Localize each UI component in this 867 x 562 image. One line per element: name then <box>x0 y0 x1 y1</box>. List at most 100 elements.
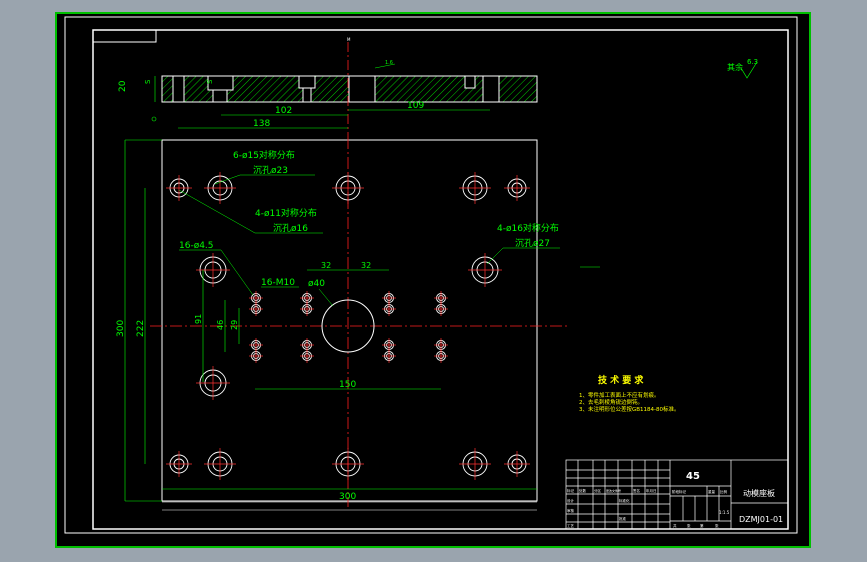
tb-stage-2: 比例 <box>720 489 728 494</box>
tapped-hole-4 <box>249 349 263 363</box>
tb-stage-1: 重量 <box>708 489 716 494</box>
title-block <box>565 459 789 530</box>
tb-h-0: 标记 <box>567 488 575 493</box>
dim-91: 91 <box>194 314 203 324</box>
tb-part-name: 动模座板 <box>743 488 775 498</box>
tech-item-1: 1、零件加工表面上不应有划痕。 <box>579 391 660 399</box>
callout-4: 16-ø4.5 <box>179 241 214 251</box>
drawing-sheet: M 20 S S 102 109 138 1.6 其余 <box>55 12 811 548</box>
tapped-hole-2 <box>249 302 263 316</box>
roughness-label: 其余 <box>727 62 743 72</box>
tb-h-2: 分区 <box>594 488 602 493</box>
counterbore-hole-3 <box>332 172 364 204</box>
tb-role-1: 审核 <box>567 508 575 513</box>
callout-6-leader <box>318 288 334 307</box>
tb-role-2: 工艺 <box>567 523 575 528</box>
drawing-viewport[interactable]: M 20 S S 102 109 138 1.6 其余 <box>55 12 811 548</box>
tb-subrole-1: 批准 <box>619 516 627 521</box>
tb-sheet-3: 张 <box>715 523 719 528</box>
dim-29: 29 <box>230 320 239 330</box>
counterbore-hole-1 <box>166 175 192 201</box>
tapped-hole-6 <box>300 302 314 316</box>
dim-32b: 32 <box>361 261 371 270</box>
tech-requirements: 技 术 要 求 1、零件加工表面上不应有划痕。 2、去毛刺棱角锐边倒钝。 3、未… <box>579 374 680 413</box>
callout-5: 16-M10 <box>261 278 295 288</box>
section-hole-2b <box>212 89 228 103</box>
counterbore-hole-13 <box>468 253 502 287</box>
central-bore <box>321 299 375 353</box>
tb-subrole-0: 标准化 <box>619 498 630 503</box>
title-block-frame <box>565 459 789 530</box>
tb-sheet-1: 张 <box>687 523 691 528</box>
callout-2-line2: 沉孔ø16 <box>273 223 308 234</box>
counterbore-hole-4 <box>459 172 491 204</box>
dim-102: 102 <box>275 106 292 116</box>
counterbore-hole-7 <box>204 448 236 480</box>
corner-code-box <box>92 29 157 43</box>
general-roughness: 其余 6.3 <box>727 58 758 79</box>
roughness-leader <box>374 63 396 69</box>
dim-overall-width: 300 <box>339 492 356 502</box>
tapped-holes <box>249 291 448 363</box>
callout-4-leader <box>220 249 254 296</box>
tb-h-1: 处数 <box>579 488 587 493</box>
top-mark: M <box>347 37 351 42</box>
tb-drawing-no: DZMJ01-01 <box>739 515 783 524</box>
tb-stage-0: 阶段标记 <box>672 489 686 494</box>
counterbore-hole-11 <box>196 253 230 287</box>
callout-1-line1: 6-ø15对称分布 <box>233 149 295 161</box>
callout-2-leader <box>178 189 256 234</box>
tapped-hole-8 <box>300 349 314 363</box>
dim-s1: S <box>144 79 152 84</box>
tech-title: 技 术 要 求 <box>598 374 644 386</box>
outer-border <box>55 12 811 548</box>
tb-sheet-0: 共 <box>673 523 677 528</box>
section-center-bore <box>348 75 376 103</box>
plate-outline <box>161 139 538 502</box>
dim-46: 46 <box>216 320 225 330</box>
tapped-hole-15 <box>434 338 448 352</box>
title-block-text: 45 动模座板 DZMJ01-01 1:1.5 标记 处数 分区 更改文件号 签… <box>567 471 783 528</box>
tapped-hole-16 <box>434 349 448 363</box>
tb-sheet-2: 第 <box>700 523 704 528</box>
tb-material: 45 <box>686 471 700 482</box>
callout-6: ø40 <box>308 279 325 289</box>
roughness-value: 6.3 <box>747 58 758 66</box>
inner-frame <box>92 29 789 530</box>
callout-3-leader <box>486 247 504 265</box>
counterbore-hole-12 <box>196 366 230 400</box>
section-hole-3 <box>298 75 316 89</box>
tb-h-5: 年月日 <box>646 488 657 493</box>
roughness-mark: 1.6 <box>385 60 393 66</box>
counterbore-hole-6 <box>166 451 192 477</box>
dim-32a: 32 <box>321 261 331 270</box>
callout-3-line1: 4-ø16对称分布 <box>497 222 559 234</box>
tech-item-3: 3、未注明形位公差按GB1184-80标准。 <box>579 405 680 413</box>
tb-h-3: 更改文件号 <box>606 488 621 493</box>
dim-138: 138 <box>253 119 270 129</box>
dim-s2: S <box>206 79 214 84</box>
sheet-border <box>64 16 798 534</box>
counterbore-hole-10 <box>504 451 530 477</box>
dim-109: 109 <box>407 101 424 111</box>
section-view: 20 S S 102 109 138 1.6 <box>118 42 538 137</box>
section-hole-1 <box>172 75 185 103</box>
counterbore-holes <box>166 172 530 480</box>
section-hole-4 <box>464 75 476 89</box>
section-hole-3b <box>302 87 312 103</box>
counterbore-hole-8 <box>332 448 364 480</box>
dim-height-20: 20 <box>118 80 128 92</box>
datum-mark <box>151 116 157 122</box>
counterbore-hole-9 <box>459 448 491 480</box>
roughness-symbol <box>740 61 758 79</box>
tech-item-2: 2、去毛刺棱角锐边倒钝。 <box>579 398 643 406</box>
tapped-hole-12 <box>382 349 396 363</box>
counterbore-hole-5 <box>504 175 530 201</box>
tb-role-0: 设计 <box>567 498 575 503</box>
callout-2-line1: 4-ø11对称分布 <box>255 207 317 219</box>
plan-view: 300 222 300 150 91 46 29 32 32 6-ø15对称分布… <box>116 137 600 511</box>
dim-overall-height: 300 <box>116 320 126 337</box>
tb-scale: 1:1.5 <box>719 510 730 515</box>
tapped-hole-10 <box>382 302 396 316</box>
tapped-hole-14 <box>434 302 448 316</box>
